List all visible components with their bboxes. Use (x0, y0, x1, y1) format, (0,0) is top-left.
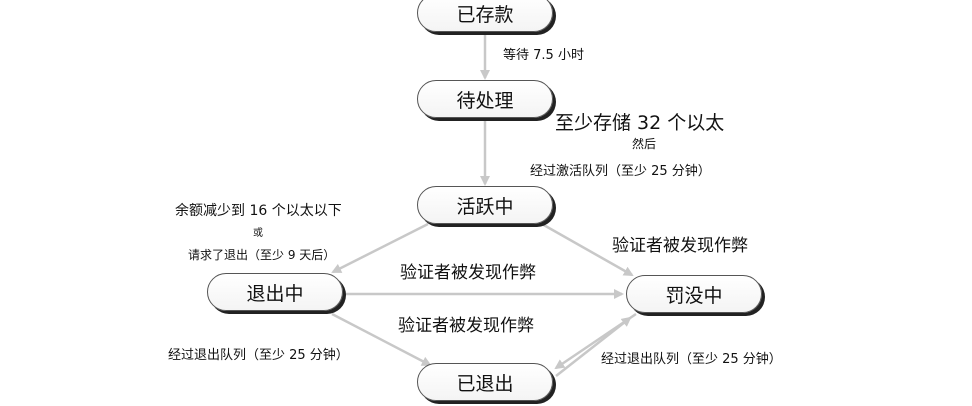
label-slashed-active: 验证者被发现作弊 (612, 236, 748, 256)
label-or: 或 (253, 228, 263, 239)
label-activation-queue: 经过激活队列（至少 25 分钟） (530, 164, 711, 179)
label-slashed-exiting-bottom: 验证者被发现作弊 (398, 316, 534, 336)
label-slashed-exiting-top: 验证者被发现作弊 (400, 263, 536, 283)
label-balance-drop: 余额减少到 16 个以太以下 (175, 203, 342, 219)
label-exit-queue-right: 经过退出队列（至少 25 分钟） (601, 352, 782, 367)
label-then: 然后 (632, 137, 657, 151)
state-pending: 待处理 (417, 80, 553, 118)
edge-exiting-exited (331, 312, 432, 367)
edge-active-exiting (331, 222, 429, 274)
edge-active-slashing (541, 222, 634, 277)
state-exiting: 退出中 (207, 273, 343, 311)
label-exit-queue-left: 经过退出队列（至少 25 分钟） (168, 348, 349, 363)
state-deposited: 已存款 (417, 0, 553, 32)
label-request-exit: 请求了退出（至少 9 天后） (188, 248, 336, 262)
label-stake-min: 至少存储 32 个以太 (555, 112, 725, 134)
label-wait: 等待 7.5 小时 (503, 48, 584, 63)
state-slashing: 罚没中 (626, 275, 762, 313)
state-active: 活跃中 (417, 186, 553, 224)
edge-exited-slashing (555, 316, 632, 377)
state-exited: 已退出 (417, 363, 553, 401)
